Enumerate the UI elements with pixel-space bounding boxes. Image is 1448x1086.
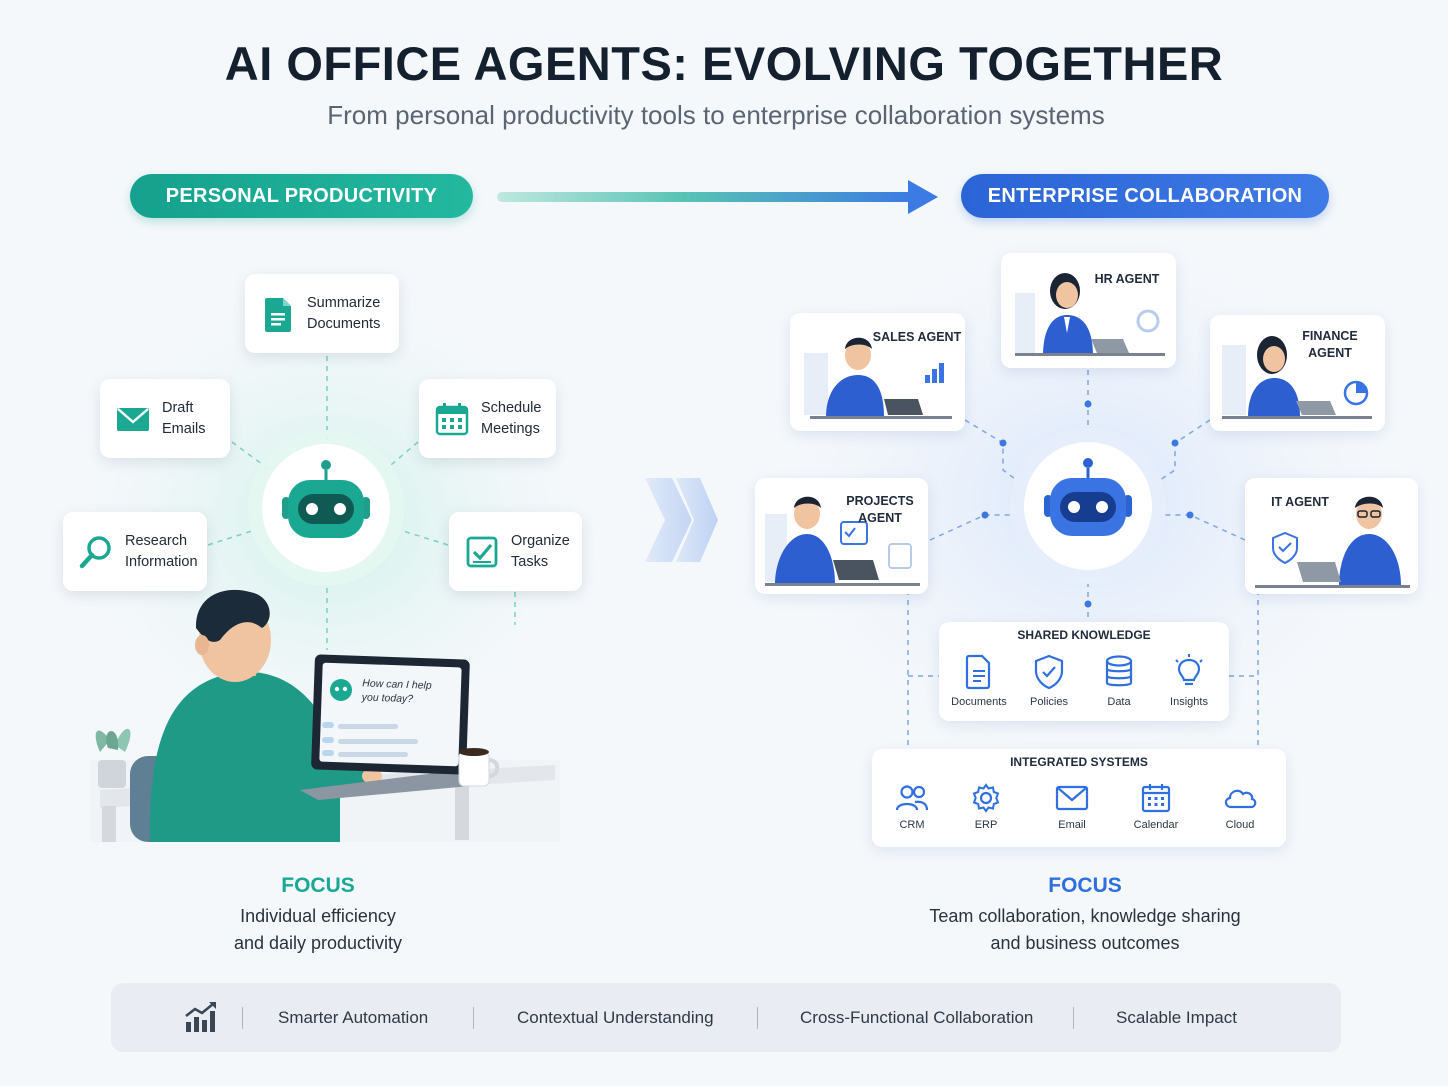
footer-item-automation: Smarter Automation (278, 1008, 429, 1027)
database-icon (1105, 655, 1133, 687)
system-item-label: Cloud (1225, 819, 1255, 831)
personal-focus-text: Individual efficiency and daily producti… (233, 906, 403, 953)
shared-item-label: Policies (1030, 696, 1068, 708)
integrated-systems-panel: INTEGRATED SYSTEMS CRM ERP Email (872, 749, 1286, 847)
agent-card-it: IT AGENT (1245, 478, 1418, 594)
calendar-icon (1141, 784, 1171, 813)
shared-knowledge-title: SHARED KNOWLEDGE (1017, 628, 1151, 642)
task-label: Summarize Documents (307, 294, 381, 332)
task-card-summarize: Summarize Documents (245, 274, 399, 353)
personal-productivity-pill: PERSONAL PRODUCTIVITY (130, 174, 473, 218)
agent-label: PROJECTS AGENT (846, 494, 914, 525)
system-item-calendar: Calendar (1116, 783, 1196, 831)
agent-label: FINANCE AGENT (1302, 329, 1358, 360)
person-at-desk-illustration (90, 589, 560, 842)
it-agent-illustration (1255, 496, 1410, 588)
lightbulb-icon (1175, 654, 1203, 686)
system-item-email: Email (1032, 783, 1112, 831)
system-item-label: ERP (974, 819, 998, 831)
enterprise-collaboration-pill: ENTERPRISE COLLABORATION (961, 174, 1329, 218)
footer-item-contextual: Contextual Understanding (517, 1008, 714, 1027)
system-item-label: Calendar (1133, 819, 1179, 831)
projects-agent-illustration (765, 496, 920, 586)
checklist-icon (466, 536, 498, 567)
shared-knowledge-panel: SHARED KNOWLEDGE Documents Policies Data (939, 622, 1229, 721)
system-item-cloud: Cloud (1200, 783, 1280, 831)
document-icon (265, 297, 291, 332)
magnifier-icon (79, 535, 111, 568)
shared-item-label: Insights (1170, 696, 1208, 708)
task-label: Draft Emails (162, 399, 206, 437)
integrated-systems-title: INTEGRATED SYSTEMS (1010, 755, 1148, 769)
growth-chart-icon (185, 1002, 216, 1032)
task-label: Organize Tasks (511, 532, 570, 570)
envelope-icon (1055, 785, 1089, 811)
sales-agent-illustration (804, 337, 952, 419)
finance-agent-illustration (1222, 336, 1372, 419)
system-item-label: CRM (899, 819, 925, 831)
footer-item-impact: Scalable Impact (1116, 1008, 1237, 1027)
agent-card-sales: SALES AGENT (790, 313, 965, 431)
footer-bar (111, 983, 1341, 1052)
task-card-schedule: Schedule Meetings (419, 379, 556, 458)
teal-robot-icon (282, 460, 370, 538)
shared-item-data: Data (1079, 654, 1159, 708)
shared-item-documents: Documents (939, 654, 1019, 708)
shared-item-policies: Policies (1009, 654, 1089, 708)
agent-label: SALES AGENT (872, 330, 962, 344)
cloud-icon (1224, 789, 1257, 809)
enterprise-focus-text: Team collaboration, knowledge sharing an… (929, 906, 1241, 953)
shared-item-insights: Insights (1149, 654, 1229, 708)
agent-card-hr: HR AGENT (1001, 253, 1176, 368)
task-label: Schedule Meetings (481, 399, 542, 437)
system-item-label: Email (1058, 819, 1086, 831)
enterprise-focus-title: FOCUS (1048, 874, 1122, 897)
shared-item-label: Documents (951, 696, 1007, 708)
agent-label: IT AGENT (1271, 495, 1329, 509)
users-icon (895, 785, 929, 811)
blue-robot-icon (1044, 458, 1132, 536)
system-item-crm: CRM (872, 783, 952, 831)
agent-label: HR AGENT (1094, 272, 1160, 286)
gear-icon (972, 783, 1000, 813)
envelope-icon (117, 407, 149, 431)
personal-focus-title: FOCUS (281, 874, 355, 897)
agent-card-projects: PROJECTS AGENT (755, 478, 928, 594)
hr-agent-illustration (1015, 273, 1165, 356)
task-label: Research Information (125, 532, 198, 570)
task-card-research: Research Information (63, 512, 207, 591)
system-item-erp: ERP (946, 783, 1026, 831)
task-card-draft-emails: Draft Emails (100, 379, 230, 458)
calendar-icon (435, 402, 469, 435)
shield-icon (1034, 654, 1064, 690)
shared-item-label: Data (1107, 696, 1131, 708)
laptop-chat-text: How can I help you today? (361, 677, 432, 706)
agent-card-finance: FINANCE AGENT (1210, 315, 1385, 431)
task-card-organize: Organize Tasks (449, 512, 582, 591)
footer-item-collaboration: Cross-Functional Collaboration (800, 1008, 1034, 1027)
page-subtitle: From personal productivity tools to ente… (327, 100, 1105, 130)
document-icon (965, 654, 991, 690)
page-title: AI OFFICE AGENTS: EVOLVING TOGETHER (224, 37, 1224, 90)
